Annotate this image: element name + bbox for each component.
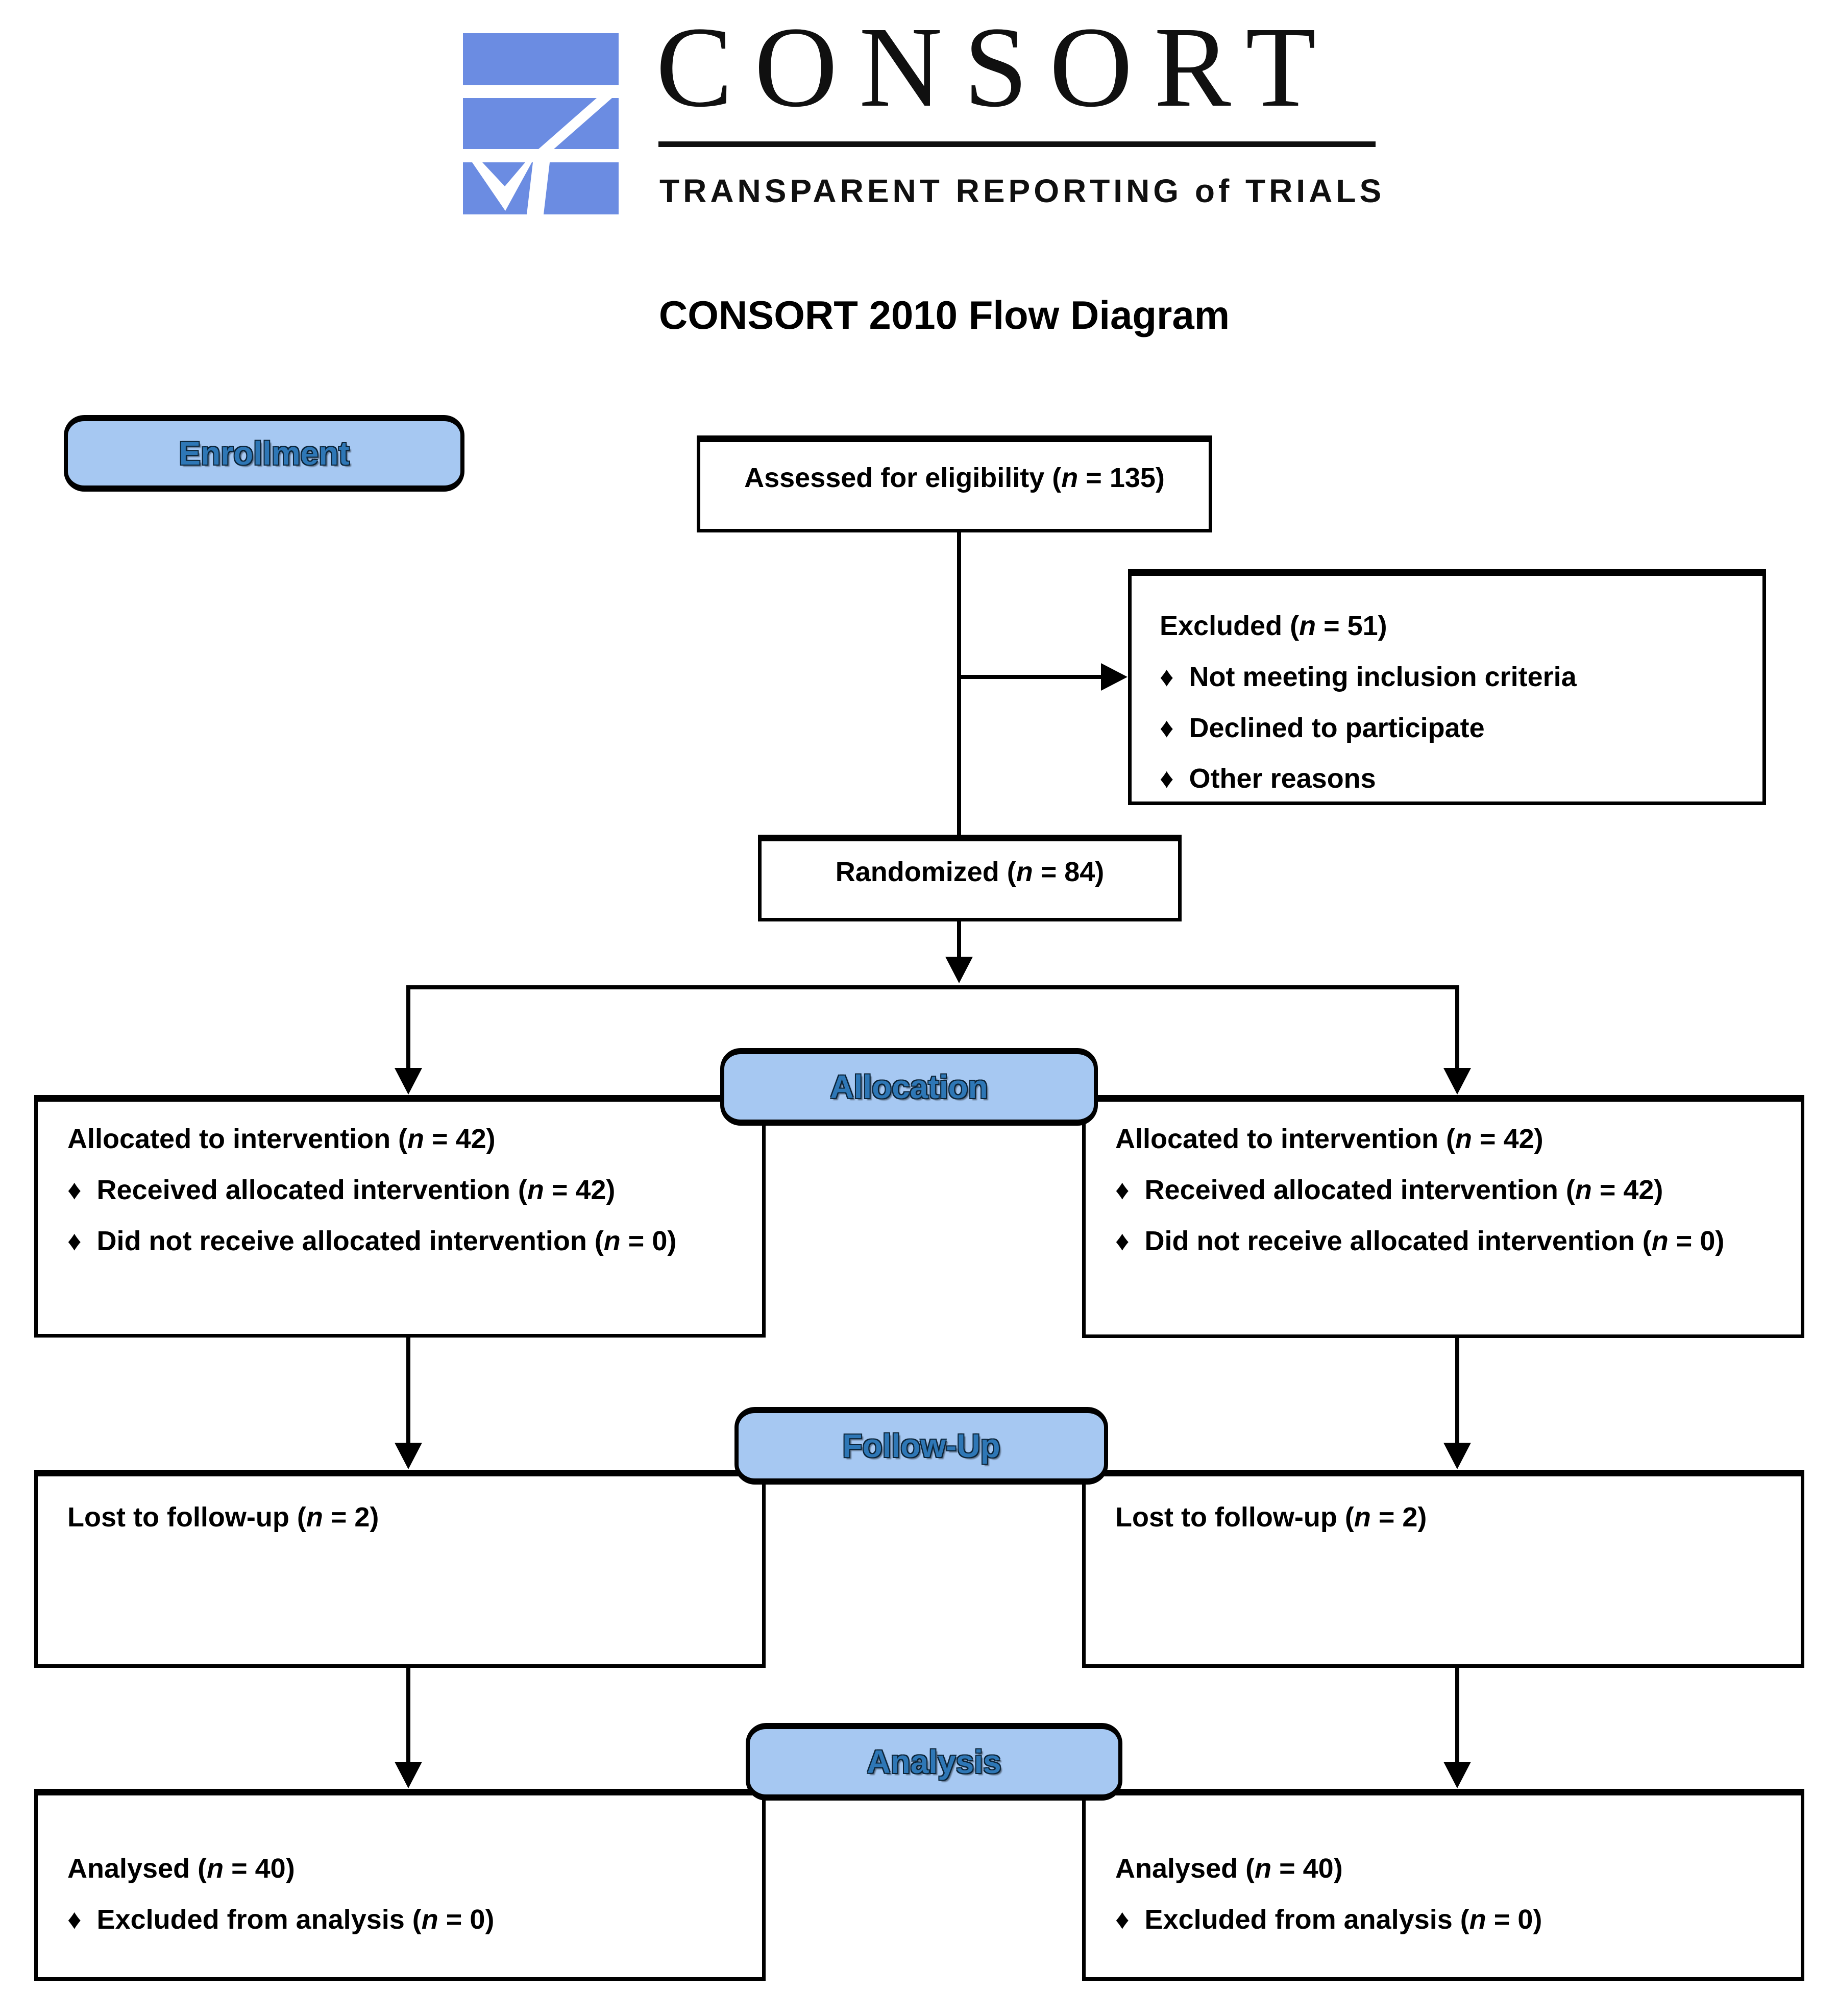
stage-label-allocation: Allocation bbox=[720, 1048, 1098, 1126]
flow-line-split-left bbox=[406, 989, 410, 1069]
arrowhead-into-allocation-right bbox=[1443, 1068, 1471, 1095]
excluded-title: Excluded (n = 51) bbox=[1160, 611, 1387, 641]
stage-label-analysis: Analysis bbox=[746, 1723, 1122, 1801]
flow-line-randomized-down bbox=[957, 920, 961, 958]
allocation-left-item: ♦ Did not receive allocated intervention… bbox=[67, 1225, 677, 1256]
arrowhead-into-analysis-left bbox=[395, 1762, 422, 1788]
box-allocation-left: Allocated to intervention (n = 42) ♦ Rec… bbox=[34, 1095, 766, 1338]
box-allocation-right: Allocated to intervention (n = 42) ♦ Rec… bbox=[1082, 1095, 1804, 1338]
box-followup-left: Lost to follow-up (n = 2) bbox=[34, 1470, 766, 1668]
consort-tagline: TRANSPARENT REPORTING of TRIALS bbox=[659, 173, 1385, 209]
box-analysis-left: Analysed (n = 40) ♦ Excluded from analys… bbox=[34, 1789, 766, 1981]
arrowhead-into-followup-left bbox=[395, 1443, 422, 1469]
flow-line-allocation-to-followup-right bbox=[1455, 1337, 1459, 1444]
box-assessed-for-eligibility: Assessed for eligibility (n = 135) bbox=[697, 435, 1212, 532]
analysis-left-title: Analysed (n = 40) bbox=[67, 1853, 295, 1884]
followup-left-text: Lost to follow-up (n = 2) bbox=[67, 1502, 379, 1533]
flow-line-split-horizontal bbox=[406, 985, 1459, 989]
diagram-title: CONSORT 2010 Flow Diagram bbox=[658, 293, 1230, 337]
allocation-left-item: ♦ Received allocated intervention (n = 4… bbox=[67, 1174, 616, 1205]
allocation-right-item: ♦ Received allocated intervention (n = 4… bbox=[1115, 1174, 1663, 1205]
allocation-right-title: Allocated to intervention (n = 42) bbox=[1115, 1124, 1543, 1154]
allocation-left-title: Allocated to intervention (n = 42) bbox=[67, 1124, 496, 1154]
flow-line-assessed-to-randomized bbox=[957, 531, 961, 835]
arrowhead-into-analysis-right bbox=[1443, 1762, 1471, 1788]
flow-line-followup-to-analysis-left bbox=[406, 1667, 410, 1763]
arrowhead-into-followup-right bbox=[1443, 1443, 1471, 1469]
consort-logo-mark-icon bbox=[463, 33, 619, 214]
arrowhead-into-allocation-left bbox=[395, 1068, 422, 1095]
arrowhead-into-excluded bbox=[1101, 663, 1128, 691]
analysis-right-title: Analysed (n = 40) bbox=[1115, 1853, 1343, 1884]
logo-check-upstroke bbox=[538, 98, 612, 149]
allocation-right-item: ♦ Did not receive allocated intervention… bbox=[1115, 1225, 1725, 1256]
consort-wordmark: CONSORT bbox=[656, 3, 1338, 131]
flow-line-followup-to-analysis-right bbox=[1455, 1667, 1459, 1763]
arrowhead-into-split bbox=[945, 957, 973, 983]
assessed-text: Assessed for eligibility (n = 135) bbox=[744, 463, 1165, 494]
box-randomized: Randomized (n = 84) bbox=[758, 835, 1182, 921]
followup-right-text: Lost to follow-up (n = 2) bbox=[1115, 1502, 1427, 1533]
logo-bar-top bbox=[463, 33, 619, 85]
analysis-left-item: ♦ Excluded from analysis (n = 0) bbox=[67, 1904, 495, 1935]
logo-check-gap bbox=[527, 162, 550, 214]
box-analysis-right: Analysed (n = 40) ♦ Excluded from analys… bbox=[1082, 1789, 1804, 1981]
stage-label-enrollment: Enrollment bbox=[64, 415, 464, 492]
excluded-item: ♦ Other reasons bbox=[1160, 763, 1376, 794]
logo-check-v-inner bbox=[482, 162, 525, 186]
excluded-item: ♦ Not meeting inclusion criteria bbox=[1160, 661, 1577, 692]
logo-divider bbox=[658, 141, 1376, 147]
flow-line-allocation-to-followup-left bbox=[406, 1337, 410, 1444]
logo-check-v bbox=[472, 162, 532, 211]
box-excluded: Excluded (n = 51) ♦ Not meeting inclusio… bbox=[1128, 569, 1766, 805]
excluded-item: ♦ Declined to participate bbox=[1160, 712, 1485, 743]
randomized-text: Randomized (n = 84) bbox=[835, 857, 1105, 888]
stage-label-followup: Follow-Up bbox=[734, 1407, 1108, 1485]
box-followup-right: Lost to follow-up (n = 2) bbox=[1082, 1470, 1804, 1668]
flow-line-split-right bbox=[1455, 989, 1459, 1069]
flow-line-excluded-branch bbox=[959, 675, 1102, 679]
analysis-right-item: ♦ Excluded from analysis (n = 0) bbox=[1115, 1904, 1542, 1935]
